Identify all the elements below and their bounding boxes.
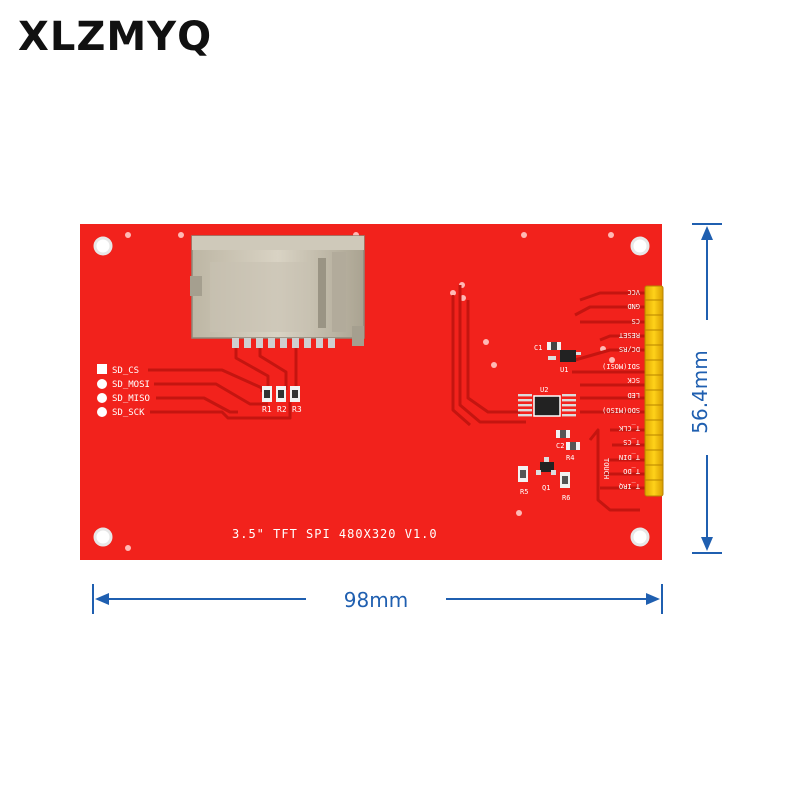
silk-touch: TOUCH [602, 458, 610, 479]
height-label: 56.4mm [688, 350, 712, 434]
resistors-r1-r3 [262, 386, 300, 402]
silk-u1: U1 [560, 366, 568, 374]
silk-pin-dcrs: DC/RS [619, 345, 640, 353]
pcb-board [80, 224, 662, 560]
silk-pin-tclk: T_CLK [618, 424, 640, 432]
sd-card-socket [190, 235, 365, 346]
silk-pin-gnd: GND [627, 302, 640, 310]
silk-r4: R4 [566, 454, 574, 462]
header-pin-labels: VCC GND CS RESET DC/RS SDI(MOSI) SCK LED… [602, 288, 640, 490]
silk-pin-tdo: T_DO [623, 467, 640, 475]
silk-sd-cs: SD_CS [112, 366, 139, 376]
silk-pin-led: LED [627, 391, 640, 399]
mounting-holes [93, 236, 650, 547]
board-title: 3.5" TFT SPI 480X320 V1.0 [232, 527, 438, 541]
width-label: 98mm [344, 588, 408, 612]
silk-pin-tirq: T_IRQ [619, 482, 640, 490]
silk-pin-reset: RESET [618, 331, 640, 339]
silk-pin-sdi: SDI(MOSI) [602, 362, 640, 370]
silk-pin-tcs: T_CS [623, 438, 640, 446]
silk-pin-cs: CS [632, 317, 640, 325]
silk-sd-mosi: SD_MOSI [112, 380, 150, 390]
sd-label-pads [97, 364, 107, 417]
brand-logo-text: XLZMYQ [18, 14, 213, 60]
smd-components [518, 342, 581, 488]
silk-u2: U2 [540, 386, 548, 394]
pin-header [644, 285, 664, 497]
silk-pin-tdin: T_DIN [619, 453, 640, 461]
silk-pin-sdo: SDO(MISO) [602, 406, 640, 414]
silk-sd-miso: SD_MISO [112, 394, 150, 404]
silk-pin-vcc: VCC [627, 288, 640, 296]
height-dimension [692, 223, 722, 554]
silk-sd-sck: SD_SCK [112, 408, 145, 418]
silk-c1: C1 [534, 344, 542, 352]
silk-r5: R5 [520, 488, 528, 496]
pcb-traces [148, 285, 645, 512]
silk-q1: Q1 [542, 484, 550, 492]
silk-r2: R2 [277, 405, 287, 414]
silk-c2: C2 [556, 442, 564, 450]
silk-pin-sck: SCK [627, 376, 640, 384]
silk-r3: R3 [292, 405, 302, 414]
silk-r6: R6 [562, 494, 570, 502]
silk-r1: R1 [262, 405, 272, 414]
width-dimension [92, 584, 663, 614]
sd-socket-pins [232, 338, 335, 348]
